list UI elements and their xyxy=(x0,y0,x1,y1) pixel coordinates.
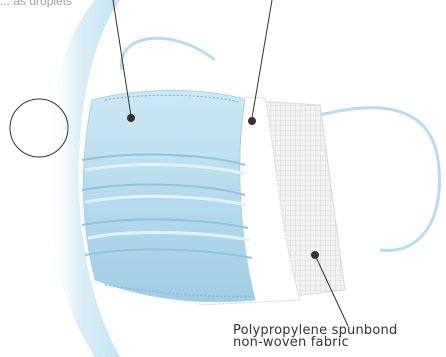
middle-layer-dot-marker-icon xyxy=(248,117,256,125)
material-line-2: non-woven fabric xyxy=(233,337,446,349)
ear-loop-top xyxy=(121,38,215,70)
ear-loop-right xyxy=(320,108,439,251)
inner-layer-material-label: Polypropylene spunbond non-woven fabric xyxy=(233,325,446,349)
outer-layer-dot-marker-icon xyxy=(127,114,135,122)
droplet-caption: ... as droplets xyxy=(0,0,72,8)
inner-layer-dot-marker-icon xyxy=(311,251,319,259)
